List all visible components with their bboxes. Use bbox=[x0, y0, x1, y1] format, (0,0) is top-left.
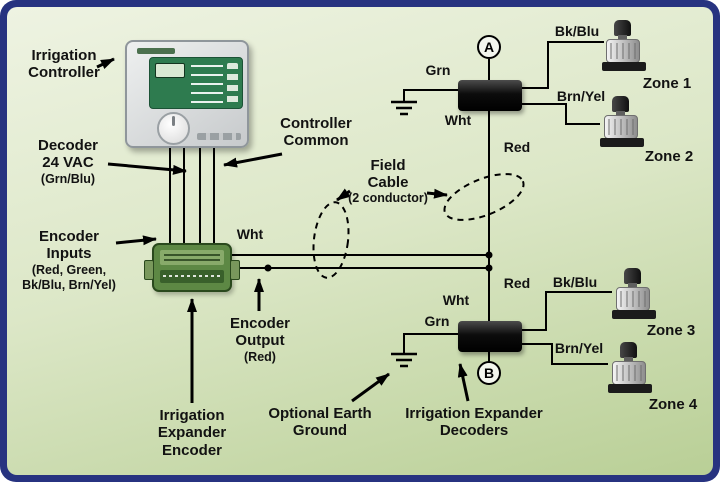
wire-label-wht-encoder: Wht bbox=[236, 226, 264, 242]
valve-base bbox=[608, 384, 652, 393]
wire-label-wht-a: Wht bbox=[444, 112, 472, 128]
arrow-field-cable-right bbox=[426, 188, 448, 199]
encoder-output-label: Encoder Output bbox=[229, 315, 290, 350]
arrow-to-controller bbox=[96, 57, 115, 70]
decoder-a-wires bbox=[403, 41, 604, 125]
controller-panel bbox=[149, 57, 243, 109]
field-cable-ellipse-left bbox=[312, 201, 350, 279]
wire-label-zone3: Bk/Blu bbox=[552, 274, 598, 290]
irrigation-controller-label: Irrigation Controller bbox=[28, 47, 100, 82]
encoder-terminal-strip bbox=[160, 270, 224, 283]
decoder-24vac-sub-label: (Grn/Blu) bbox=[40, 172, 96, 186]
wire-label-wht-b: Wht bbox=[442, 292, 470, 308]
zone3-label: Zone 3 bbox=[646, 322, 696, 339]
controller-lcd bbox=[155, 63, 185, 78]
wire-label-zone1: Bk/Blu bbox=[554, 23, 600, 39]
encoder-label-plate bbox=[160, 250, 224, 265]
arrow-encoder-inputs bbox=[115, 235, 157, 246]
controller-buttons bbox=[227, 63, 238, 105]
wire-label-zone2: Brn/Yel bbox=[556, 88, 606, 104]
ground-symbol-a bbox=[391, 100, 417, 116]
irrigation-expander-encoder-label: Irrigation Expander Encoder bbox=[157, 407, 227, 459]
expander-encoder-image bbox=[144, 243, 240, 292]
encoder-output-sub-label: (Red) bbox=[244, 350, 276, 364]
wire-label-grn-a: Grn bbox=[425, 62, 451, 78]
wire-label-red-a: Red bbox=[503, 139, 531, 155]
wire-label-red-b: Red bbox=[503, 275, 531, 291]
decoder-a-badge: A bbox=[477, 35, 501, 59]
controller-dial bbox=[157, 112, 190, 145]
zone1-valve-image bbox=[600, 20, 648, 74]
zone3-valve-image bbox=[610, 268, 658, 322]
controller-to-encoder-wires bbox=[169, 148, 215, 245]
decoder-24vac-label: Decoder 24 VAC bbox=[37, 137, 99, 172]
optional-earth-ground-label: Optional Earth Ground bbox=[268, 405, 372, 440]
arrow-field-cable-left bbox=[336, 188, 351, 202]
decoder-b-box bbox=[458, 321, 522, 352]
decoder-b-badge: B bbox=[477, 361, 501, 385]
zone4-valve-image bbox=[606, 342, 654, 396]
field-cable-ellipse-right bbox=[443, 173, 525, 221]
valve-body bbox=[604, 115, 638, 139]
field-cable-sub-label: (2 conductor) bbox=[348, 191, 428, 205]
valve-base bbox=[602, 62, 646, 71]
controller-panel-text bbox=[191, 65, 223, 103]
wire-label-grn-b: Grn bbox=[424, 313, 450, 329]
arrow-controller-common bbox=[223, 152, 283, 168]
valve-solenoid-cap bbox=[624, 268, 641, 284]
callout-arrows bbox=[96, 57, 470, 403]
decoder-b-wires bbox=[403, 291, 612, 365]
valve-solenoid-cap bbox=[612, 96, 629, 112]
irrigation-expander-decoders-label: Irrigation Expander Decoders bbox=[405, 405, 543, 440]
valve-body bbox=[616, 287, 650, 311]
arrow-earth-ground bbox=[351, 372, 390, 403]
arrow-decoder-24vac bbox=[107, 162, 187, 175]
irrigation-controller-image bbox=[125, 40, 249, 148]
encoder-output-wires bbox=[232, 254, 489, 269]
controller-common-label: Controller Common bbox=[280, 115, 352, 150]
valve-base bbox=[600, 138, 644, 147]
encoder-inputs-sub-label: (Red, Green, Bk/Blu, Brn/Yel) bbox=[22, 263, 116, 292]
zone4-label: Zone 4 bbox=[648, 396, 698, 413]
encoder-inputs-label: Encoder Inputs bbox=[38, 228, 99, 263]
valve-body bbox=[606, 39, 640, 63]
zone2-valve-image bbox=[598, 96, 646, 150]
valve-base bbox=[612, 310, 656, 319]
valve-solenoid-cap bbox=[614, 20, 631, 36]
valve-solenoid-cap bbox=[620, 342, 637, 358]
junction-dots bbox=[264, 251, 493, 272]
valve-body bbox=[612, 361, 646, 385]
decoder-a-box bbox=[458, 80, 522, 111]
controller-logo bbox=[137, 48, 175, 54]
field-cable-label: Field Cable bbox=[367, 157, 409, 192]
wire-label-zone4: Brn/Yel bbox=[554, 340, 604, 356]
controller-terminals bbox=[197, 133, 241, 140]
ground-symbol-b bbox=[391, 352, 417, 368]
arrow-expander-decoders bbox=[457, 363, 470, 402]
zone1-label: Zone 1 bbox=[642, 75, 692, 92]
zone2-label: Zone 2 bbox=[644, 148, 694, 165]
